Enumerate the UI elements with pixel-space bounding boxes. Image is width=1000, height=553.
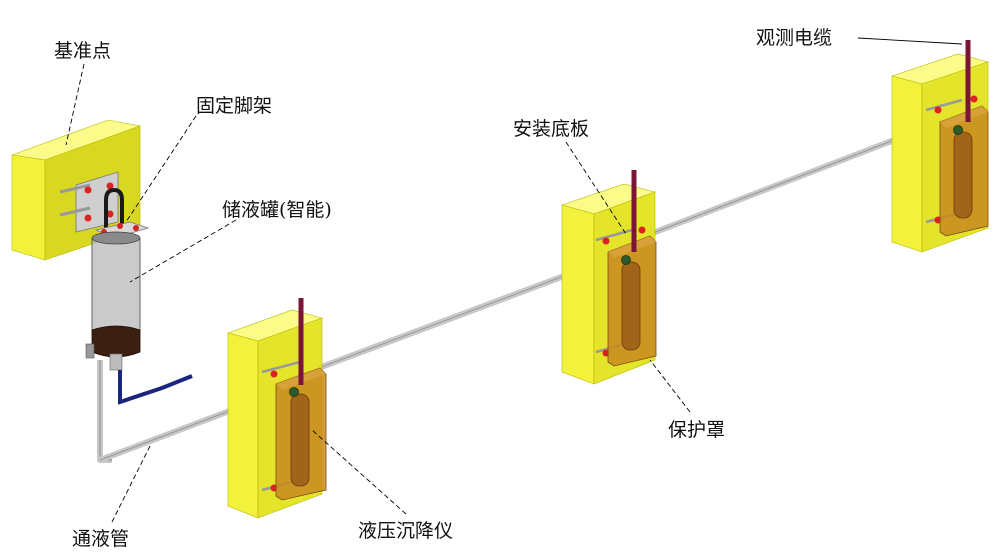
gauge-station-3 [890, 40, 990, 253]
bolt [106, 210, 114, 218]
tank-handle [104, 187, 124, 228]
label-mount-plate: 安装底板 [513, 118, 589, 140]
tank-liquid [91, 325, 141, 358]
bolt [602, 237, 610, 245]
label-gauge: 液压沉降仪 [358, 520, 453, 542]
tank-cylinder [91, 232, 141, 338]
tank-outlet [109, 353, 123, 371]
gauge-station-2 [560, 170, 657, 385]
leader-lines [65, 37, 963, 523]
label-cable: 观测电缆 [756, 27, 832, 49]
gauge-sensor [621, 255, 631, 265]
pier-front [891, 75, 923, 253]
bolt [84, 214, 92, 222]
leader-mount-plate [565, 141, 627, 235]
bolt [84, 186, 92, 194]
bolt [970, 95, 978, 103]
pier-front [561, 204, 595, 385]
leader-gauge [311, 429, 407, 515]
leader-tripod [125, 115, 197, 223]
reservoir-tank [85, 187, 193, 463]
settlement-gauge-body [953, 131, 973, 219]
connecting-tube [97, 117, 949, 463]
gauge-station-1 [226, 298, 327, 519]
gauge-sensor [953, 125, 963, 135]
label-reservoir: 储液罐(智能) [222, 199, 332, 221]
bolt [106, 182, 114, 190]
label-benchmark: 基准点 [54, 40, 111, 62]
bolt [638, 226, 646, 234]
label-tripod: 固定脚架 [196, 95, 272, 117]
leader-benchmark [65, 63, 85, 146]
leader-reservoir [129, 219, 237, 283]
bolt [117, 223, 123, 229]
settlement-gauge-body [290, 393, 310, 487]
settlement-gauge-body [621, 261, 641, 351]
drain-line [118, 370, 193, 405]
bolt [133, 225, 139, 231]
connecting-tube-left [97, 360, 112, 463]
label-cover: 保护罩 [668, 419, 725, 441]
tank-valve [85, 343, 95, 359]
benchmark-pier-front [11, 154, 46, 261]
leader-cable [857, 37, 963, 45]
bolt [934, 106, 942, 114]
gauge-sensor [289, 387, 299, 397]
leader-tube [111, 445, 151, 523]
label-tube: 通液管 [72, 528, 129, 550]
pier-front [227, 332, 259, 519]
leader-cover [649, 359, 691, 413]
bolt [270, 370, 278, 378]
